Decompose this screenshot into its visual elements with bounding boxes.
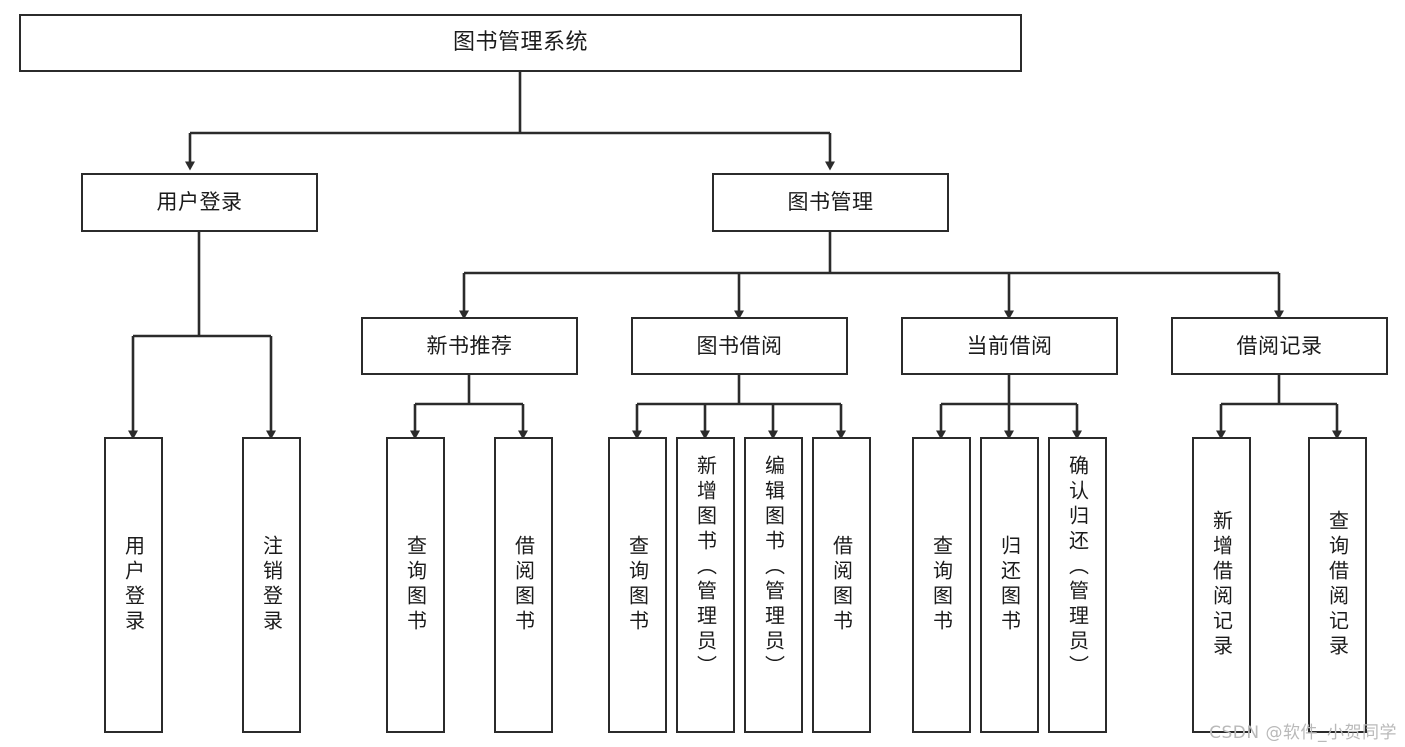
node-leaf-edit-book-label: 编辑图书（管理员） bbox=[761, 455, 786, 680]
node-leaf-query-book-3-label: 查询图书 bbox=[929, 535, 954, 635]
node-leaf-return-book[interactable]: 归还图书 bbox=[980, 437, 1039, 733]
node-book-manage-label: 图书管理 bbox=[787, 190, 874, 215]
node-borrow-record-label: 借阅记录 bbox=[1236, 333, 1323, 358]
node-leaf-add-record[interactable]: 新增借阅记录 bbox=[1192, 437, 1251, 733]
node-leaf-query-book-1-label: 查询图书 bbox=[403, 535, 428, 635]
node-new-book-rec-label: 新书推荐 bbox=[426, 333, 513, 358]
node-leaf-logout-label: 注销登录 bbox=[259, 535, 284, 635]
node-book-manage[interactable]: 图书管理 bbox=[712, 173, 949, 232]
node-leaf-query-record[interactable]: 查询借阅记录 bbox=[1308, 437, 1367, 733]
node-leaf-add-record-label: 新增借阅记录 bbox=[1209, 510, 1234, 660]
node-leaf-query-book-1[interactable]: 查询图书 bbox=[386, 437, 445, 733]
node-current-borrow[interactable]: 当前借阅 bbox=[901, 317, 1118, 375]
node-leaf-query-book-3[interactable]: 查询图书 bbox=[912, 437, 971, 733]
node-root[interactable]: 图书管理系统 bbox=[19, 14, 1022, 72]
node-leaf-query-book-2[interactable]: 查询图书 bbox=[608, 437, 667, 733]
node-leaf-query-book-2-label: 查询图书 bbox=[625, 535, 650, 635]
node-leaf-user-login[interactable]: 用户登录 bbox=[104, 437, 163, 733]
node-leaf-add-book[interactable]: 新增图书（管理员） bbox=[676, 437, 735, 733]
node-book-borrow[interactable]: 图书借阅 bbox=[631, 317, 848, 375]
node-leaf-add-book-label: 新增图书（管理员） bbox=[693, 455, 718, 680]
node-leaf-borrow-book-2-label: 借阅图书 bbox=[829, 535, 854, 635]
node-leaf-return-book-label: 归还图书 bbox=[997, 535, 1022, 635]
node-leaf-user-login-label: 用户登录 bbox=[121, 535, 146, 635]
node-leaf-edit-book[interactable]: 编辑图书（管理员） bbox=[744, 437, 803, 733]
node-new-book-rec[interactable]: 新书推荐 bbox=[361, 317, 578, 375]
node-borrow-record[interactable]: 借阅记录 bbox=[1171, 317, 1388, 375]
node-root-label: 图书管理系统 bbox=[452, 30, 588, 56]
node-leaf-confirm-return[interactable]: 确认归还（管理员） bbox=[1048, 437, 1107, 733]
node-leaf-confirm-return-label: 确认归还（管理员） bbox=[1065, 455, 1090, 680]
watermark-text: CSDN @软件_小贺同学 bbox=[1209, 723, 1397, 743]
node-leaf-borrow-book-1-label: 借阅图书 bbox=[511, 535, 536, 635]
node-leaf-query-record-label: 查询借阅记录 bbox=[1325, 510, 1350, 660]
node-current-borrow-label: 当前借阅 bbox=[966, 333, 1053, 358]
node-leaf-logout[interactable]: 注销登录 bbox=[242, 437, 301, 733]
node-book-borrow-label: 图书借阅 bbox=[696, 333, 783, 358]
node-leaf-borrow-book-2[interactable]: 借阅图书 bbox=[812, 437, 871, 733]
node-leaf-borrow-book-1[interactable]: 借阅图书 bbox=[494, 437, 553, 733]
node-user-login[interactable]: 用户登录 bbox=[81, 173, 318, 232]
node-user-login-label: 用户登录 bbox=[156, 190, 243, 215]
